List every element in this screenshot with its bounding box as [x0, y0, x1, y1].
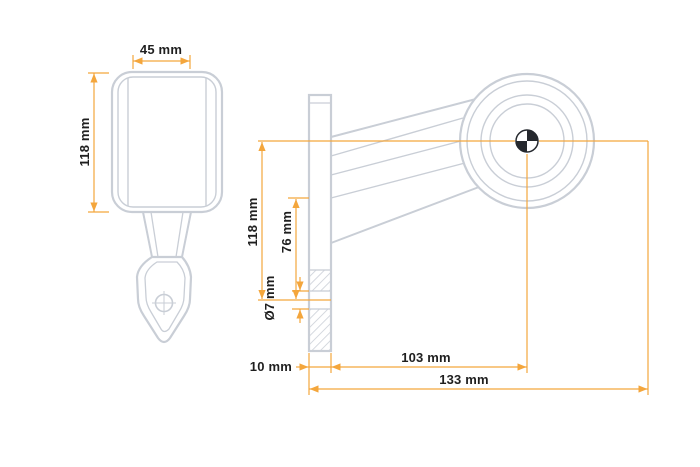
side-arm-line-4 [330, 162, 466, 199]
front-head-inner-outline [117, 76, 217, 208]
center-mark-quadrant [516, 141, 527, 152]
dim-label-side-bracket-height: 76 mm [279, 211, 294, 253]
dim-label-plate-thickness: 10 mm [250, 359, 292, 374]
dimension-labels: 45 mm 118 mm 118 mm 76 mm Ø7 mm 10 mm 10… [77, 42, 489, 387]
side-view [307, 72, 596, 353]
dim-label-total-width: 133 mm [439, 372, 489, 387]
side-arm-edge-top [330, 98, 477, 138]
side-arm-edge-bottom [330, 186, 480, 244]
front-stem-left-edge [142, 211, 153, 258]
front-view [110, 70, 224, 344]
front-head-outline [110, 70, 224, 214]
dim-label-hole-diameter: Ø7 mm [262, 275, 277, 320]
dimensions [88, 55, 649, 395]
dimension-hole-diameter [292, 277, 309, 323]
front-stem-right-inner [175, 211, 184, 258]
dim-label-front-height: 118 mm [77, 118, 92, 167]
dimension-front-height [88, 72, 109, 213]
front-foot-outline [135, 255, 193, 344]
front-foot-inner-outline [144, 261, 186, 333]
dimension-front-width [132, 55, 191, 69]
side-plate-hatch-lower [308, 308, 332, 352]
dim-label-front-width: 45 mm [140, 42, 182, 57]
center-mark-quadrant [527, 130, 538, 141]
side-arm-line-2 [330, 117, 464, 157]
dim-label-side-height: 118 mm [245, 198, 260, 247]
center-mark-icon [515, 129, 539, 153]
front-stem-left-inner [150, 211, 159, 258]
side-arm-line-3 [330, 140, 462, 176]
dim-label-reach: 103 mm [401, 350, 451, 365]
side-plate-hatch-upper [308, 269, 332, 292]
front-stem-right-edge [181, 211, 192, 258]
